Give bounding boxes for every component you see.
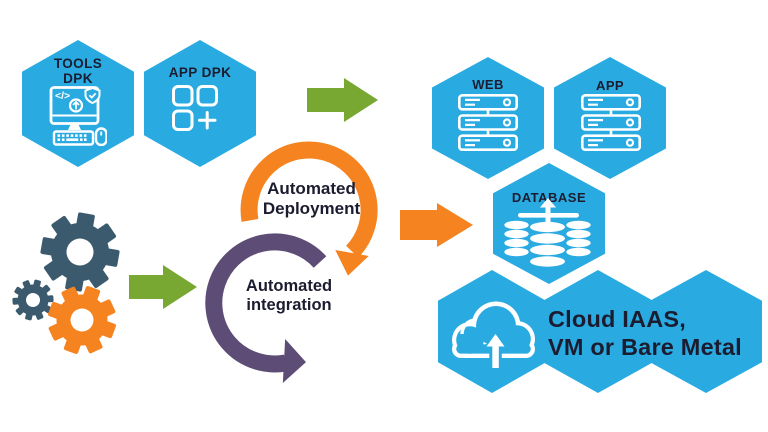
flow-arrow-top — [307, 78, 378, 122]
cloud-caption: Cloud IAAS, VM or Bare Metal — [548, 306, 742, 360]
hexagon-cloud-left — [438, 270, 546, 393]
cloud-upload-icon — [452, 301, 535, 369]
keyboard-icon — [52, 130, 95, 146]
hexagon-app-dpk-label: APP DPK — [168, 65, 232, 80]
database-icon — [504, 198, 591, 267]
hexagon-tools-dpk-label: TOOLS DPK — [53, 56, 103, 86]
code-glyph: </> — [55, 90, 70, 102]
deploy-gear-icon — [68, 98, 84, 113]
integration-cycle-label: Automated integration — [245, 277, 333, 314]
cloud-inner-arc — [460, 318, 477, 335]
app-modules-icon — [172, 85, 218, 131]
deployment-cycle-label: Automated Deployment — [262, 179, 361, 218]
plus-icon — [198, 111, 217, 130]
shield-check-icon — [84, 86, 101, 105]
gear-large-icon — [40, 212, 120, 292]
flow-arrow-database — [400, 203, 473, 247]
upload-arrow-icon — [483, 330, 508, 369]
hexagon-app-label: APP — [596, 78, 624, 93]
hexagon-cloud-right — [650, 270, 762, 393]
hexagon-app: APP — [554, 57, 666, 179]
deployment-cycle-arrow — [240, 141, 378, 276]
gear-orange-icon — [48, 286, 116, 354]
hexagon-database-label: DATABASE — [511, 190, 587, 205]
hexagon-app-dpk: APP DPK — [144, 40, 256, 167]
hexagon-tools-dpk: TOOLS DPK </> — [22, 40, 134, 167]
gears-icon — [12, 212, 120, 354]
hexagon-web-label: WEB — [472, 77, 504, 92]
gear-small-icon — [12, 279, 54, 321]
workstation-icon: </> — [49, 86, 107, 146]
integration-cycle-arrow — [205, 233, 327, 383]
mouse-icon — [94, 127, 107, 146]
server-stack-icon — [581, 94, 641, 151]
server-stack-icon — [458, 94, 518, 151]
flow-arrow-bottom — [129, 265, 197, 309]
monitor-stand — [68, 123, 81, 130]
